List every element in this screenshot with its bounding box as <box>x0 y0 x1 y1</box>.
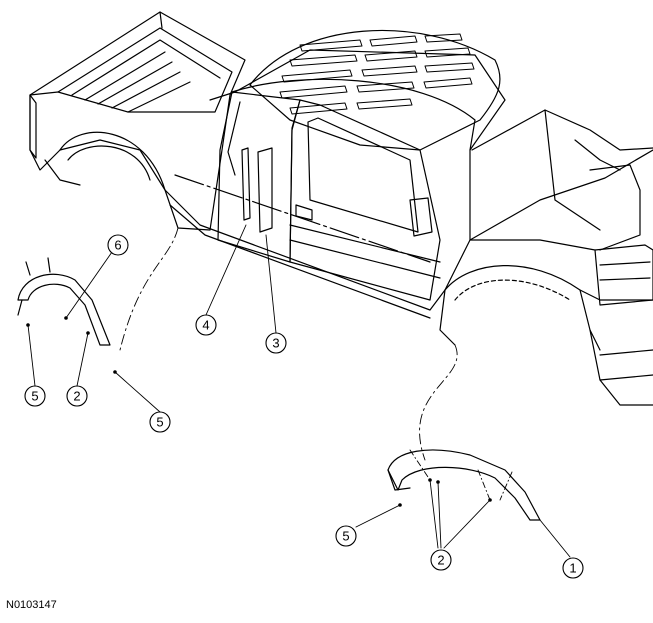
callout-5a-label: 5 <box>31 389 38 404</box>
callout-6-label: 6 <box>114 238 121 253</box>
callout-2-left: 2 <box>66 385 88 407</box>
callout-2a-label: 2 <box>73 389 80 404</box>
callout-5-lower-left: 5 <box>149 411 171 433</box>
callout-2b-label: 2 <box>437 553 444 568</box>
fastener-dots <box>26 316 492 507</box>
figure-id: N0103147 <box>6 599 57 611</box>
callout-5-right: 5 <box>335 525 357 547</box>
callout-balloons: 6 5 2 5 4 3 5 2 <box>24 234 584 579</box>
callout-1: 1 <box>562 557 584 579</box>
callout-5b-label: 5 <box>156 415 163 430</box>
leader-lines <box>27 224 571 558</box>
callout-5c-label: 5 <box>342 529 349 544</box>
front-wheel-lip-molding <box>387 449 541 521</box>
rear-wheel-lip-molding <box>17 257 111 346</box>
truck-body <box>29 11 653 406</box>
callout-1-label: 1 <box>569 561 576 576</box>
callout-6: 6 <box>107 234 129 256</box>
callout-4: 4 <box>195 314 217 336</box>
callout-3-label: 3 <box>272 336 279 351</box>
callout-5-upper-left: 5 <box>24 385 46 407</box>
callout-4-label: 4 <box>202 318 209 333</box>
callout-2-right: 2 <box>430 549 452 571</box>
callout-3: 3 <box>265 332 287 354</box>
